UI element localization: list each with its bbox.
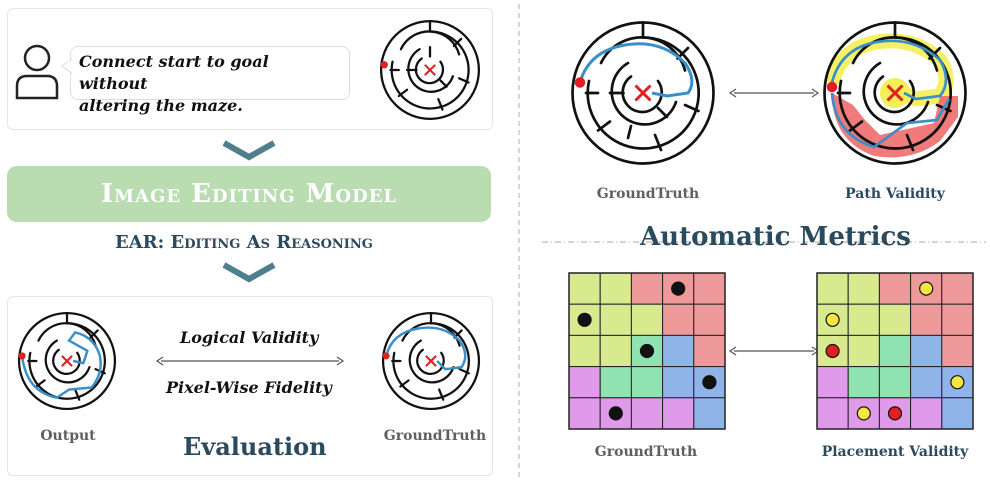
double-arrow — [155, 356, 345, 366]
groundtruth-caption-eval: GroundTruth — [383, 428, 487, 444]
placement-grid-dot — [825, 312, 840, 327]
double-arrow-bottom — [728, 346, 820, 356]
down-chevron-icon — [222, 140, 276, 161]
groundtruth-grid-dot — [577, 312, 592, 327]
placement-grid-cell — [816, 272, 849, 305]
logical-validity-label: Logical Validity — [180, 328, 319, 347]
placement-grid-cell — [847, 366, 880, 399]
placement-grid-cell — [816, 366, 849, 399]
placement-grid-cell — [910, 397, 943, 430]
vertical-divider — [518, 4, 520, 479]
bubble-tail — [61, 58, 73, 74]
placement-grid-cell — [910, 303, 943, 336]
metric-groundtruth-maze — [571, 21, 715, 165]
placement-grid-cell — [847, 303, 880, 336]
user-icon — [15, 44, 59, 100]
placement-grid-dot — [825, 343, 840, 359]
groundtruth-grid-dot — [608, 406, 623, 421]
metric-groundtruth-caption: GroundTruth — [596, 186, 700, 202]
placement-grid-cell — [847, 334, 880, 368]
evaluation-panel — [7, 296, 493, 476]
groundtruth-maze-eval — [381, 311, 481, 411]
groundtruth-grid-cell — [599, 303, 632, 336]
input-maze — [379, 19, 481, 121]
prompt-line-2: altering the maze. — [79, 96, 243, 115]
prompt-line-1: Connect start to goal without — [79, 52, 269, 93]
placement-grid-cell — [941, 272, 974, 305]
groundtruth-grid-cell — [662, 366, 695, 399]
placement-grid — [816, 272, 974, 430]
groundtruth-grid-cell — [630, 366, 664, 399]
groundtruth-grid-cell — [599, 272, 632, 305]
groundtruth-grid — [568, 272, 726, 430]
prompt-bubble: Connect start to goal without altering t… — [70, 46, 350, 115]
groundtruth-grid-cell — [693, 303, 726, 336]
pixel-fidelity-label: Pixel-Wise Fidelity — [166, 378, 332, 397]
groundtruth-grid-cell — [630, 272, 664, 305]
evaluation-title: Evaluation — [183, 432, 327, 461]
groundtruth-grid-cell — [693, 334, 726, 368]
placement-grid-border — [816, 272, 974, 430]
groundtruth-grid-cell — [693, 272, 726, 305]
groundtruth-grid-cell — [662, 303, 695, 336]
placement-grid-dot — [919, 281, 934, 296]
ear-label: EAR: Editing As Reasoning — [115, 232, 373, 253]
groundtruth-grid-cell — [630, 397, 664, 430]
path-validity-caption: Path Validity — [845, 186, 945, 202]
placement-grid-dot — [950, 375, 965, 390]
placement-grid-cell — [878, 272, 912, 305]
placement-grid-cell — [878, 303, 912, 336]
groundtruth-grid-cell — [599, 366, 632, 399]
groundtruth-grid-border — [568, 272, 726, 430]
placement-grid-cell — [941, 303, 974, 336]
placement-grid-cell — [847, 272, 880, 305]
groundtruth-grid-cell — [662, 397, 695, 430]
groundtruth-grid-dot — [671, 281, 686, 296]
output-caption: Output — [40, 428, 96, 444]
placement-validity-caption: Placement Validity — [821, 444, 969, 460]
placement-grid-cell — [910, 366, 943, 399]
groundtruth-grid-cell — [568, 272, 601, 305]
groundtruth-grid-cell — [568, 397, 601, 430]
placement-grid-cell — [910, 334, 943, 368]
groundtruth-grid-dot — [639, 343, 655, 359]
placement-grid-cell — [941, 334, 974, 368]
image-editing-model-banner: Image Editing Model — [7, 166, 491, 222]
groundtruth-grid-cell — [662, 334, 695, 368]
down-chevron-icon — [222, 262, 276, 283]
groundtruth-grid-cell — [693, 397, 726, 430]
placement-grid-cell — [878, 334, 912, 368]
placement-grid-dot — [856, 406, 871, 421]
placement-grid-dot — [887, 406, 903, 421]
placement-grid-cell — [941, 397, 974, 430]
grid-groundtruth-caption: GroundTruth — [594, 444, 698, 460]
groundtruth-grid-cell — [630, 303, 664, 336]
path-validity-maze — [823, 21, 967, 165]
placement-grid-cell — [878, 366, 912, 399]
output-maze — [17, 311, 117, 411]
groundtruth-grid-cell — [568, 334, 601, 368]
double-arrow-top — [728, 88, 820, 98]
placement-grid-cell — [816, 397, 849, 430]
horizontal-divider — [542, 241, 986, 243]
groundtruth-grid-cell — [568, 366, 601, 399]
automatic-metrics-title: Automatic Metrics — [640, 222, 911, 252]
groundtruth-grid-cell — [599, 334, 632, 368]
groundtruth-grid-dot — [702, 375, 717, 390]
